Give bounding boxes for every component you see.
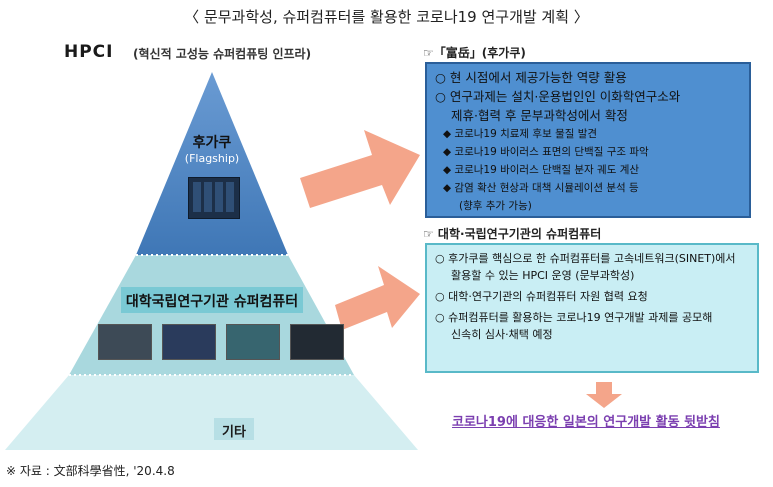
arrow-down — [586, 382, 622, 408]
fugaku-heading: ☞「富岳」(후가쿠) — [423, 46, 526, 60]
univ-box: ○ 후가쿠를 핵심으로 한 슈퍼컴퓨터를 고속네트워크(SINET)에서 활용할… — [425, 243, 759, 373]
fugaku-line-1: ○ 현 시점에서 제공가능한 역량 활용 — [435, 70, 627, 85]
fugaku-note: (향후 추가 가능) — [459, 200, 532, 212]
arrow-to-fugaku — [300, 130, 420, 208]
fugaku-item-3: ◆ 코로나19 바이러스 단백질 분자 궤도 계산 — [443, 164, 640, 176]
arrow-to-univ — [335, 266, 420, 330]
pyramid-bottom-tier — [5, 375, 418, 450]
univ-heading: ☞ 대학·국립연구기관의 슈퍼컴퓨터 — [423, 227, 602, 241]
source-footer: ※ 자료 : 文部科學省性, '20.4.8 — [6, 464, 175, 478]
pyramid-top-label: 후가쿠 — [192, 135, 232, 151]
supercomputer-photo-4 — [290, 324, 344, 360]
fugaku-item-2: ◆ 코로나19 바이러스 표면의 단백질 구조 파악 — [443, 146, 649, 158]
pyramid-top-tier — [136, 72, 288, 255]
pyramid-top-sub: (Flagship) — [184, 152, 240, 165]
univ-line-2: 활용할 수 있는 HPCI 운영 (문부과학성) — [451, 269, 635, 282]
pyramid-bottom-label: 기타 — [222, 425, 246, 440]
pyramid-middle-label-bg — [121, 287, 303, 313]
univ-line-1: ○ 후가쿠를 핵심으로 한 슈퍼컴퓨터를 고속네트워크(SINET)에서 — [435, 252, 736, 265]
univ-line-3: ○ 대학·연구기관의 슈퍼컴퓨터 자원 협력 요청 — [435, 290, 648, 303]
univ-line-5: 신속히 심사·채택 예정 — [451, 328, 553, 341]
supercomputer-photo-1 — [98, 324, 152, 360]
fugaku-line-2: ○ 연구과제는 설치·운용법인인 이화학연구소와 — [435, 89, 681, 104]
fugaku-item-4: ◆ 감염 확산 현상과 대책 시뮬레이션 분석 등 — [443, 182, 639, 194]
fugaku-line-3: 제휴·협력 후 문부과학성에서 확정 — [451, 108, 628, 123]
supercomputer-photo-3 — [226, 324, 280, 360]
fugaku-photo — [188, 177, 240, 219]
supercomputer-photo-2 — [162, 324, 216, 360]
pyramid-bottom-label-bg — [214, 418, 254, 440]
fugaku-box: ○ 현 시점에서 제공가능한 역량 활용 ○ 연구과제는 설치·운용법인인 이화… — [425, 62, 751, 218]
pyramid-middle-label: 대학국립연구기관 슈퍼컴퓨터 — [125, 294, 299, 310]
hpci-subtitle: (혁신적 고성능 슈퍼컴퓨팅 인프라) — [133, 47, 312, 61]
hpci-label: HPCI — [64, 42, 114, 62]
page-title: 〈 문무과학성, 슈퍼컴퓨터를 활용한 코로나19 연구개발 계획 〉 — [184, 8, 589, 26]
result-text: 코로나19에 대응한 일본의 연구개발 활동 뒷받침 — [452, 415, 720, 430]
univ-line-4: ○ 슈퍼컴퓨터를 활용하는 코로나19 연구개발 과제를 공모해 — [435, 311, 713, 324]
fugaku-item-1: ◆ 코로나19 치료제 후보 물질 발견 — [443, 128, 598, 140]
